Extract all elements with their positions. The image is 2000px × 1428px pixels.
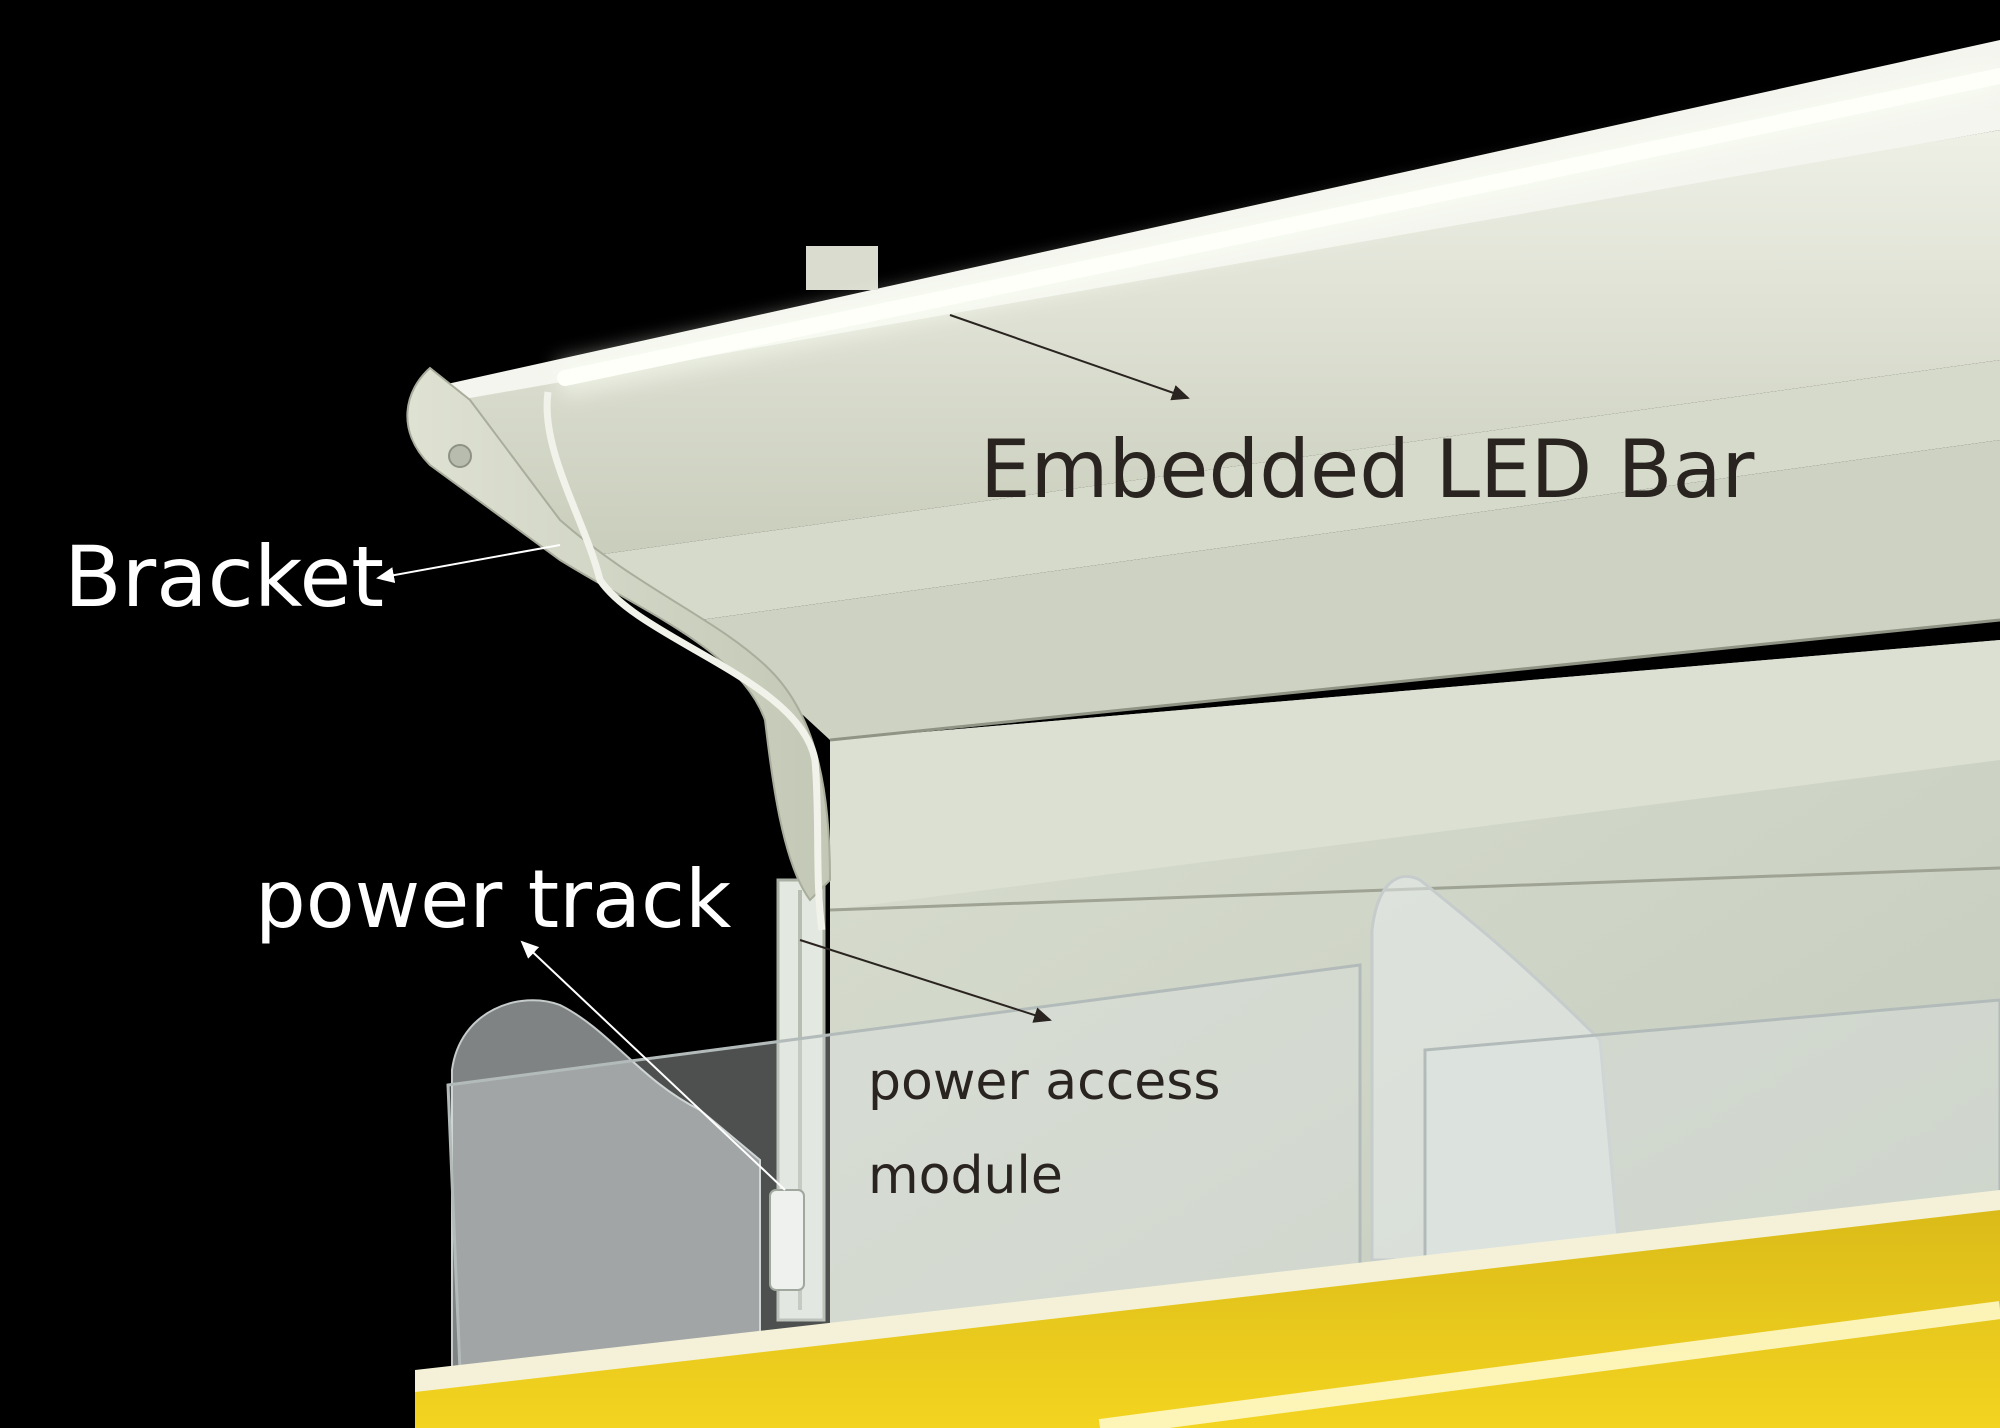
power-access-connector xyxy=(769,1189,805,1291)
label-power-access-module: power access module xyxy=(868,1035,1220,1223)
label-embedded-led-bar: Embedded LED Bar xyxy=(980,423,1755,516)
shelf-front-edge xyxy=(415,1190,2000,1392)
label-power-track: power track xyxy=(255,853,732,946)
arrow-led-bar xyxy=(949,314,1190,401)
arrow-power-access-module xyxy=(799,939,1052,1023)
header-front-face xyxy=(700,440,2000,740)
left-divider xyxy=(451,999,761,1371)
label-power-access-module-line2: module xyxy=(868,1146,1063,1206)
back-panel-upper xyxy=(830,640,2000,910)
arrow-power-track xyxy=(520,940,786,1191)
bracket-screw xyxy=(448,444,472,468)
led-strip xyxy=(557,68,2000,386)
bracket xyxy=(406,366,832,902)
header-canopy xyxy=(430,130,2000,560)
top-clip xyxy=(806,246,878,290)
shelf-light xyxy=(1098,1301,2000,1428)
label-power-access-module-line1: power access xyxy=(868,1052,1221,1112)
header-lip xyxy=(560,360,2000,620)
right-divider xyxy=(1370,875,1622,1262)
header-edge xyxy=(829,618,2000,742)
label-bracket: Bracket xyxy=(64,528,385,626)
bracket-cable xyxy=(543,391,826,931)
arrow-bracket xyxy=(376,544,561,584)
